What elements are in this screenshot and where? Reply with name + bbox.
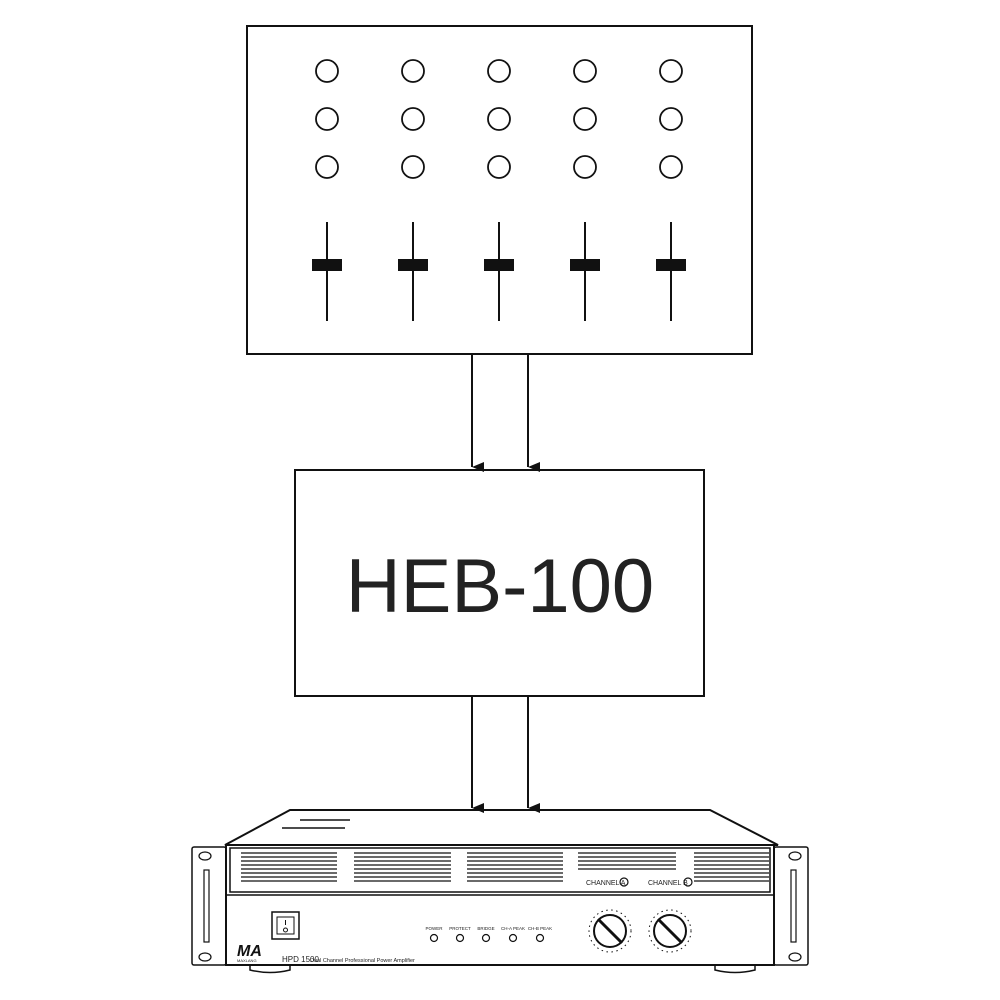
rack-hole [788,851,802,861]
amplifier-model: HPD 1500 [282,955,319,964]
fader-cap[interactable] [312,259,342,271]
indicator-led [455,933,465,943]
fader-cap[interactable] [484,259,514,271]
brand-logo-subtext: MAXLANG [237,958,257,963]
fader-cap[interactable] [398,259,428,271]
vent-grille [694,852,769,882]
mixer-knob[interactable] [487,59,511,83]
mixer-fader[interactable] [398,222,428,321]
mixer-to-processor-cables [471,354,540,472]
rack-hole [198,851,212,861]
volume-knob-b-pointer [656,917,684,945]
mixer-knob[interactable] [573,59,597,83]
mixer-knob[interactable] [315,59,339,83]
volume-knob-a[interactable] [588,909,632,953]
knob-scale-ring [648,909,692,953]
fader-cap[interactable] [570,259,600,271]
processor: HEB-100 [294,469,705,697]
mixer-knob[interactable] [573,155,597,179]
vent-grille [467,852,563,882]
volume-knob-a-body [593,914,627,948]
vent-grille [354,852,451,882]
indicator-label: CH-B PEAK [528,926,552,931]
rack-hole [788,952,802,962]
indicator: BRIDGE [477,926,495,943]
mixer-fader[interactable] [484,222,514,321]
power-switch-off-mark [283,927,288,933]
vent-grille-group [241,852,769,882]
mixer-fader[interactable] [312,222,342,321]
power-amplifier: CHANNEL A CHANNEL B MA MAXLANG HPD 1500 … [191,809,809,974]
brand-logo: MA [237,943,262,960]
indicator-led [535,933,545,943]
vent-grille [241,852,337,882]
indicator-label: PROTECT [449,926,471,931]
mixer-fader-bank [312,222,686,321]
amplifier-foot-right [714,965,756,974]
channel-b-label: CHANNEL B [648,880,688,887]
volume-knob-a-pointer [596,917,624,945]
indicator-led [481,933,491,943]
mixer-knob[interactable] [487,155,511,179]
indicator: CH-A PEAK [501,926,525,943]
mixer-knob[interactable] [401,107,425,131]
processor-label: HEB-100 [346,544,654,629]
mixer [246,25,753,355]
processor-to-amplifier-cables [471,696,540,813]
amplifier-upper-bezel [229,847,771,893]
knob-scale-ring [588,909,632,953]
rack-handle-slot [790,869,797,943]
power-switch[interactable] [271,911,300,940]
mixer-knob[interactable] [659,107,683,131]
indicator-led [429,933,439,943]
power-switch-rocker [276,916,295,935]
rack-handle-slot [203,869,210,943]
mixer-knob-grid [315,59,683,179]
channel-a-label: CHANNEL A [586,880,626,887]
amplifier-front-panel [225,844,775,966]
mixer-fader[interactable] [656,222,686,321]
channel-a-led [619,877,629,887]
mixer-knob[interactable] [315,155,339,179]
volume-knob-b-body [653,914,687,948]
mixer-knob[interactable] [487,107,511,131]
vent-grille [578,852,676,870]
mixer-knob[interactable] [315,107,339,131]
rack-hole [198,952,212,962]
indicator-led [508,933,518,943]
indicator: PROTECT [449,926,471,943]
indicator-label: CH-A PEAK [501,926,525,931]
indicator: POWER [425,926,443,943]
fader-cap[interactable] [656,259,686,271]
mixer-knob[interactable] [401,59,425,83]
amplifier-description: Dual Channel Professional Power Amplifie… [310,958,415,964]
mixer-panel [246,25,753,355]
mixer-fader[interactable] [570,222,600,321]
amplifier-foot-left [249,965,291,974]
mixer-knob[interactable] [573,107,597,131]
volume-knob-b[interactable] [648,909,692,953]
indicator-label: POWER [425,926,443,931]
indicator-label: BRIDGE [477,926,494,931]
mixer-knob[interactable] [401,155,425,179]
processor-box [294,469,705,697]
mixer-knob[interactable] [659,59,683,83]
mixer-knob[interactable] [659,155,683,179]
indicator: CH-B PEAK [528,926,552,943]
channel-b-led [683,877,693,887]
